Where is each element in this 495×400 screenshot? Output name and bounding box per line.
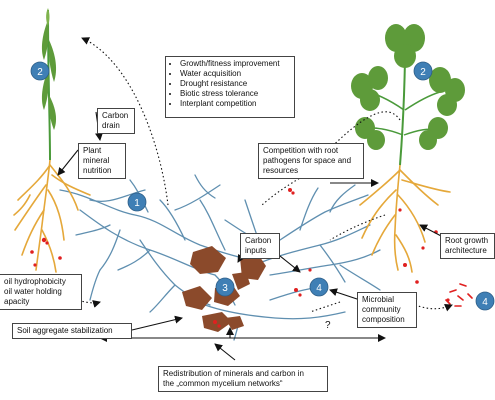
label-line: Root growth bbox=[445, 236, 489, 245]
question-mark: ? bbox=[325, 320, 331, 331]
label-line: Microbial bbox=[362, 295, 395, 304]
label-line: mineral bbox=[83, 156, 110, 165]
label-line: pathogens for space and bbox=[263, 156, 352, 165]
soil-aggregate-label: Soil aggregate stabilization bbox=[12, 323, 132, 339]
marker-1: 1 bbox=[127, 192, 147, 212]
svg-text:4: 4 bbox=[482, 297, 488, 308]
label-line: composition bbox=[362, 315, 405, 324]
label-line: community bbox=[362, 305, 401, 314]
svg-text:4: 4 bbox=[316, 283, 322, 294]
root-growth-architecture-label: Root growth architecture bbox=[440, 233, 495, 259]
redistribution-label: Redistribution of minerals and carbon in… bbox=[158, 366, 328, 392]
label-line: drain bbox=[102, 121, 120, 130]
label-line: Soil aggregate stabilization bbox=[17, 326, 113, 335]
competition-pathogens-label: Competition with root pathogens for spac… bbox=[258, 143, 364, 179]
svg-text:2: 2 bbox=[420, 67, 426, 78]
svg-text:3: 3 bbox=[222, 283, 228, 294]
label-line: Competition with root bbox=[263, 146, 339, 155]
soil-hydrophobicity-label: oil hydrophobicity oil water holding apa… bbox=[0, 274, 82, 310]
label-line: apacity bbox=[4, 297, 30, 306]
svg-text:2: 2 bbox=[37, 67, 43, 78]
label-line: architecture bbox=[445, 246, 487, 255]
effects-box: Growth/fitness improvement Water acquisi… bbox=[165, 56, 295, 118]
label-line: Carbon bbox=[245, 236, 272, 245]
svg-text:1: 1 bbox=[134, 198, 140, 209]
microbial-community-label: Microbial community composition bbox=[357, 292, 417, 328]
carbon-drain-label: Carbon drain bbox=[97, 108, 135, 134]
label-line: Redistribution of minerals and carbon in bbox=[163, 369, 304, 378]
left-plant-shoot bbox=[41, 8, 57, 161]
marker-2-right: 2 bbox=[413, 61, 433, 81]
effect-item: Growth/fitness improvement bbox=[180, 59, 290, 69]
effect-item: Interplant competition bbox=[180, 99, 290, 109]
marker-4-right: 4 bbox=[475, 291, 495, 311]
right-plant-roots bbox=[359, 164, 451, 273]
marker-2-left: 2 bbox=[30, 61, 50, 81]
label-line: nutrition bbox=[83, 166, 112, 175]
label-line: Plant bbox=[83, 146, 102, 155]
label-line: oil hydrophobicity bbox=[4, 277, 66, 286]
label-line: Carbon bbox=[102, 111, 129, 120]
label-line: the „common mycelium networks“ bbox=[163, 379, 283, 388]
label-line: inputs bbox=[245, 246, 267, 255]
marker-3: 3 bbox=[215, 277, 235, 297]
right-bacteria bbox=[445, 283, 473, 307]
marker-4-center: 4 bbox=[309, 277, 329, 297]
effect-item: Drought resistance bbox=[180, 79, 290, 89]
effect-item: Water acquisition bbox=[180, 69, 290, 79]
label-line: oil water holding bbox=[4, 287, 62, 296]
carbon-inputs-label: Carbon inputs bbox=[240, 233, 280, 259]
left-plant-roots bbox=[13, 159, 91, 273]
plant-mineral-nutrition-label: Plant mineral nutrition bbox=[78, 143, 126, 179]
label-line: resources bbox=[263, 166, 299, 175]
right-plant-shoot bbox=[351, 24, 465, 166]
effect-item: Biotic stress tolerance bbox=[180, 89, 290, 99]
